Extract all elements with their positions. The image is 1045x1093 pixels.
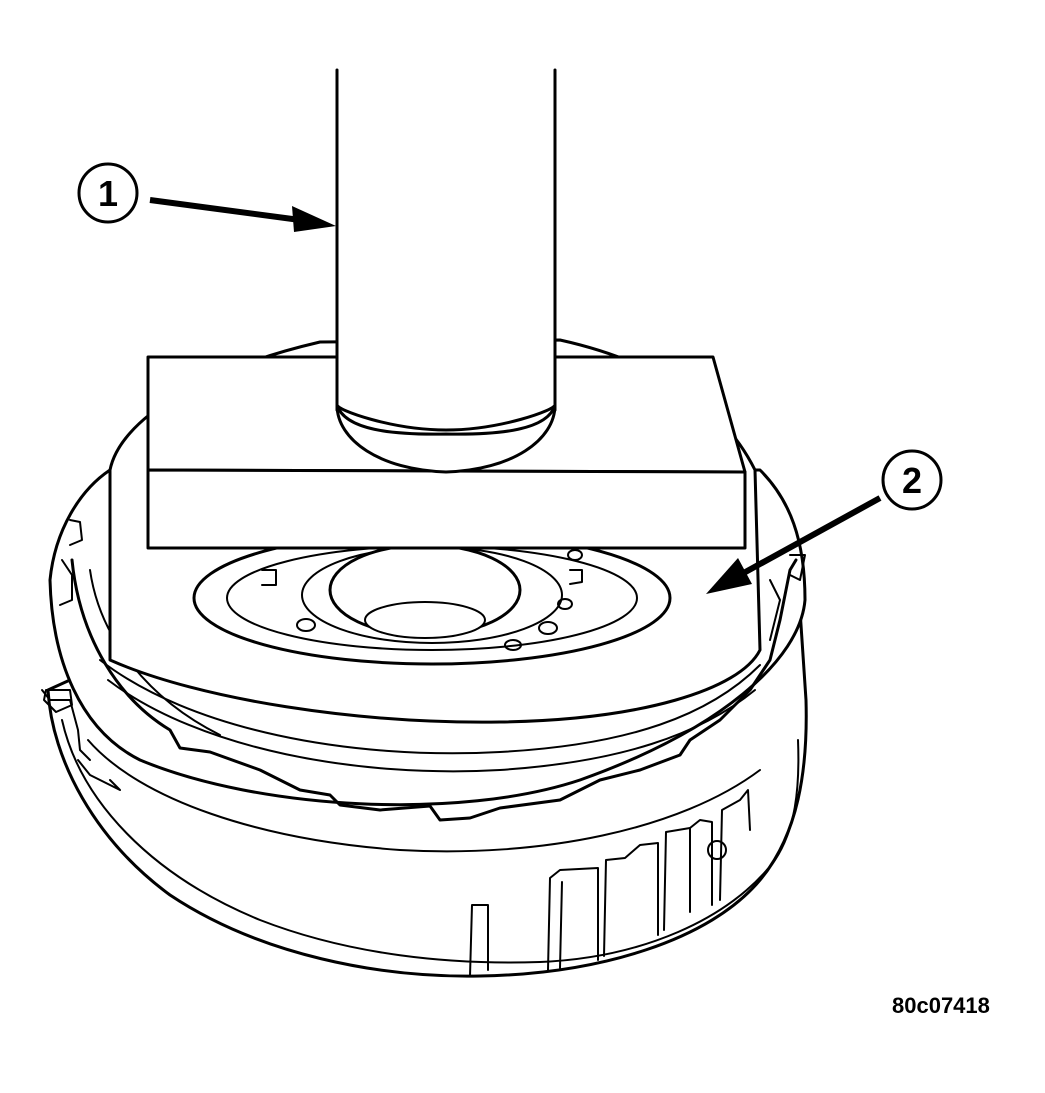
callout-2-circle	[881, 449, 943, 511]
callout-1-label: 1	[98, 173, 118, 214]
callout-2-arrow	[738, 495, 882, 578]
press-ram	[335, 68, 557, 474]
figure-id: 80c07418	[892, 993, 990, 1018]
callout-2: 2	[706, 449, 943, 594]
callout-2-label: 2	[902, 460, 922, 501]
callout-1-arrow	[149, 197, 301, 223]
callout-1: 1	[77, 162, 336, 232]
callout-1-circle	[77, 162, 139, 224]
